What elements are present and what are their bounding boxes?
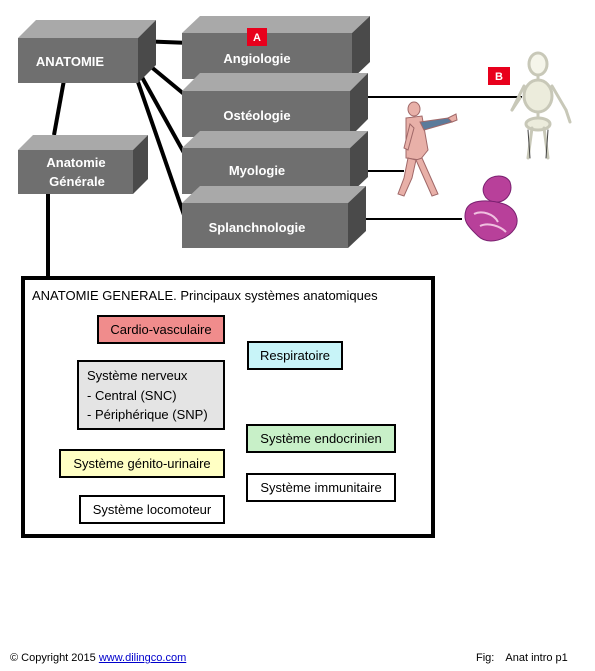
connector-anatomie-generale — [52, 79, 66, 136]
system-endocrinien: Système endocrinien — [246, 424, 396, 453]
badge-b: B — [488, 67, 510, 85]
anatomie-generale-panel: ANATOMIE GENERALE. Principaux systèmes a… — [21, 276, 435, 538]
label-osteologie: Ostéologie — [223, 108, 290, 123]
box-angiologie: Angiologie — [182, 16, 370, 79]
system-respiratoire-label: Respiratoire — [260, 348, 330, 363]
system-endocrinien-label: Système endocrinien — [260, 431, 381, 446]
panel-title: ANATOMIE GENERALE. Principaux systèmes a… — [32, 288, 378, 303]
system-nerveux-line3: - Périphérique (SNP) — [87, 407, 208, 422]
system-genito-urinaire: Système génito-urinaire — [59, 449, 225, 478]
box-anatomie: ANATOMIE — [18, 20, 156, 83]
box-anatomie-generale: Anatomie Générale — [18, 135, 148, 194]
label-splanchnologie: Splanchnologie — [209, 220, 306, 235]
system-locomoteur-label: Système locomoteur — [93, 502, 212, 517]
label-anatomie-generale-1: Anatomie — [46, 155, 105, 170]
label-anatomie: ANATOMIE — [36, 54, 104, 69]
copyright-text: © Copyright 2015 — [10, 652, 96, 664]
box-myologie: Myologie — [182, 131, 368, 194]
system-nerveux-line2: - Central (SNC) — [87, 388, 177, 403]
footer-figure-ref: Fig: Anat intro p1 — [476, 652, 568, 664]
system-locomoteur: Système locomoteur — [79, 495, 225, 524]
badge-a: A — [247, 28, 267, 46]
system-immunitaire-label: Système immunitaire — [260, 480, 381, 495]
label-angiologie: Angiologie — [223, 51, 290, 66]
badge-a-label: A — [253, 32, 261, 44]
website-link[interactable]: www.dilingco.com — [98, 652, 187, 664]
system-respiratoire: Respiratoire — [247, 341, 343, 370]
system-cardio-label: Cardio-vasculaire — [110, 322, 211, 337]
fig-label: Fig: — [476, 652, 495, 664]
box-osteologie: Ostéologie — [182, 73, 368, 137]
system-cardio-vasculaire: Cardio-vasculaire — [97, 315, 225, 344]
connector-myologie — [136, 69, 190, 161]
badge-b-label: B — [495, 71, 503, 83]
box-splanchnologie: Splanchnologie — [182, 186, 366, 248]
label-anatomie-generale-2: Générale — [49, 174, 105, 189]
muscle-figure-illustration — [397, 101, 458, 197]
footer-copyright: © Copyright 2015 www.dilingco.com — [10, 652, 186, 664]
system-genito-label: Système génito-urinaire — [73, 456, 210, 471]
digestive-organs-illustration — [464, 175, 518, 242]
label-myologie: Myologie — [229, 163, 285, 178]
system-immunitaire: Système immunitaire — [246, 473, 396, 502]
fig-ref: Anat intro p1 — [505, 652, 568, 664]
system-nerveux-line1: Système nerveux — [87, 368, 188, 383]
skeleton-illustration — [510, 51, 572, 160]
system-nerveux: Système nerveux - Central (SNC) - Périph… — [77, 360, 225, 430]
connector-splanchnologie — [136, 81, 186, 216]
